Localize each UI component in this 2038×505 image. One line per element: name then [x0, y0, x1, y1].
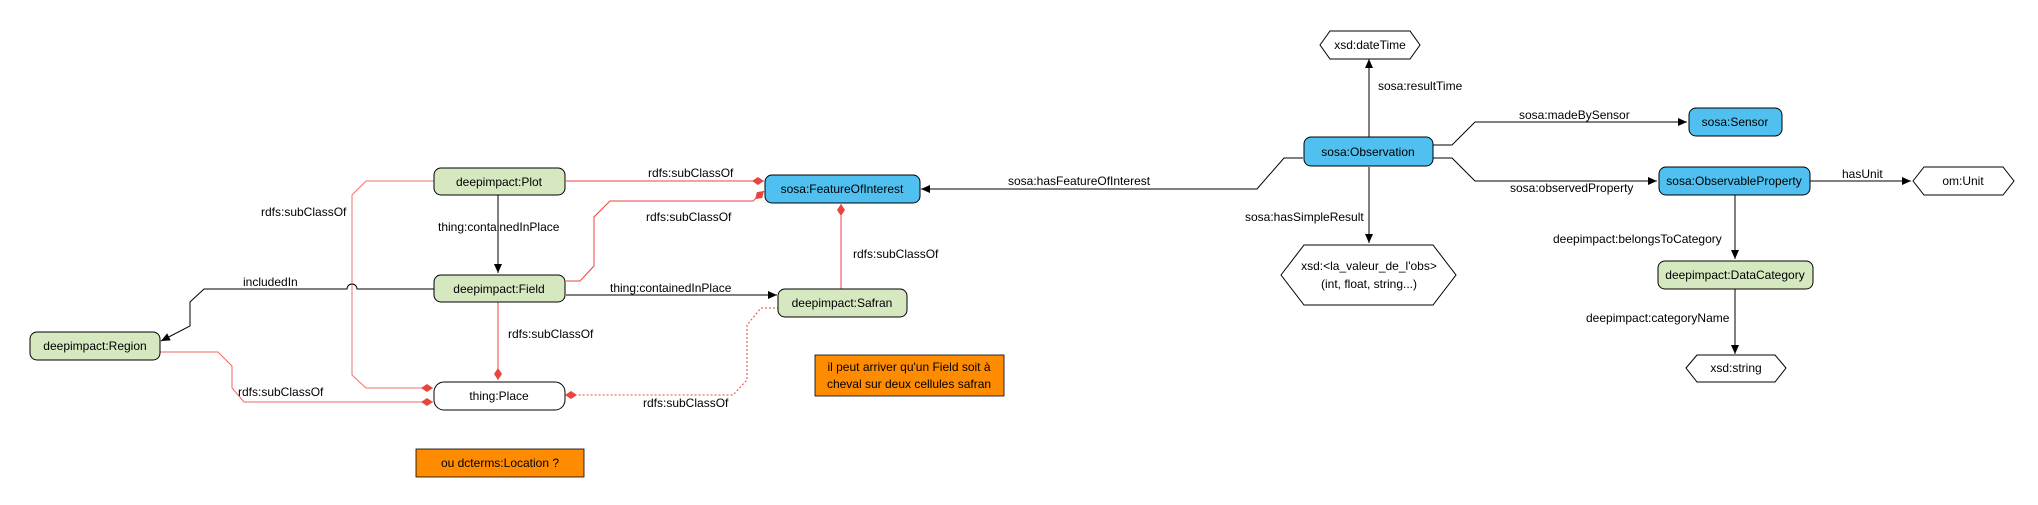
- node-sensor[interactable]: sosa:Sensor: [1688, 107, 1783, 137]
- node-region-label: deepimpact:Region: [43, 339, 146, 353]
- node-observable-property-label: sosa:ObservableProperty: [1666, 174, 1801, 188]
- node-string[interactable]: xsd:string: [1685, 354, 1787, 383]
- label-field-subclass-place: rdfs:subClassOf: [508, 327, 594, 341]
- node-field[interactable]: deepimpact:Field: [433, 274, 566, 303]
- label-obs-observed-property: sosa:observedProperty: [1510, 181, 1633, 195]
- edges-subclass: [160, 177, 845, 406]
- label-prop-belongs-category: deepimpact:belongsToCategory: [1553, 232, 1722, 246]
- label-prop-has-unit: hasUnit: [1842, 167, 1883, 181]
- label-safran-subclass-foi: rdfs:subClassOf: [853, 247, 939, 261]
- label-obs-result-time: sosa:resultTime: [1378, 79, 1463, 93]
- node-value-label-line1: xsd:<la_valeur_de_l'obs>: [1301, 259, 1437, 273]
- edge-field-included-region: [160, 283, 434, 342]
- node-region[interactable]: deepimpact:Region: [29, 331, 161, 361]
- node-data-category-label: deepimpact:DataCategory: [1665, 268, 1804, 282]
- node-string-label: xsd:string: [1710, 361, 1761, 375]
- node-value-label-line2: (int, float, string...): [1321, 277, 1417, 291]
- note-field-safran-line1: il peut arriver qu'un Field soit à: [827, 360, 990, 374]
- node-value[interactable]: xsd:<la_valeur_de_l'obs> (int, float, st…: [1280, 244, 1457, 306]
- edge-safran-subclass-place: [565, 307, 779, 399]
- label-obs-has-foi: sosa:hasFeatureOfInterest: [1008, 174, 1151, 188]
- node-safran[interactable]: deepimpact:Safran: [777, 288, 908, 318]
- node-observation[interactable]: sosa:Observation: [1303, 136, 1434, 167]
- node-safran-label: deepimpact:Safran: [792, 296, 893, 310]
- label-region-subclass-place: rdfs:subClassOf: [238, 385, 324, 399]
- edge-field-subclass-foi: [566, 190, 765, 282]
- node-observable-property[interactable]: sosa:ObservableProperty: [1658, 166, 1811, 196]
- nodes: deepimpact:Plot deepimpact:Field deepimp…: [29, 30, 2015, 411]
- node-unit[interactable]: om:Unit: [1912, 166, 2015, 196]
- node-sensor-label: sosa:Sensor: [1702, 115, 1769, 129]
- edge-obs-made-by-sensor: [1433, 118, 1687, 146]
- node-foi[interactable]: sosa:FeatureOfInterest: [764, 174, 921, 204]
- label-plot-subclass-place: rdfs:subClassOf: [261, 205, 347, 219]
- notes: il peut arriver qu'un Field soit à cheva…: [415, 354, 1005, 478]
- label-plot-contained-field: thing:containedInPlace: [438, 220, 560, 234]
- label-safran-subclass-place: rdfs:subClassOf: [643, 396, 729, 410]
- node-datetime-label: xsd:dateTime: [1334, 38, 1406, 52]
- label-field-contained-safran: thing:containedInPlace: [610, 281, 732, 295]
- note-field-safran[interactable]: il peut arriver qu'un Field soit à cheva…: [814, 354, 1005, 397]
- label-obs-made-by-sensor: sosa:madeBySensor: [1519, 108, 1630, 122]
- edge-labels: rdfs:subClassOf rdfs:subClassOf rdfs:sub…: [238, 79, 1883, 410]
- node-unit-label: om:Unit: [1942, 174, 1984, 188]
- label-category-name: deepimpact:categoryName: [1586, 311, 1730, 325]
- edge-obs-observed-property: [1433, 157, 1657, 185]
- label-plot-subclass-foi: rdfs:subClassOf: [648, 166, 734, 180]
- edge-region-subclass-place: [160, 351, 433, 406]
- node-foi-label: sosa:FeatureOfInterest: [781, 182, 904, 196]
- node-datetime[interactable]: xsd:dateTime: [1319, 30, 1421, 60]
- note-location-text: ou dcterms:Location ?: [441, 456, 559, 470]
- edge-obs-has-foi: [921, 157, 1303, 193]
- label-field-subclass-foi: rdfs:subClassOf: [646, 210, 732, 224]
- note-field-safran-line2: cheval sur deux cellules safran: [827, 377, 991, 391]
- note-location[interactable]: ou dcterms:Location ?: [415, 448, 585, 478]
- edges-properties: [160, 59, 1911, 354]
- node-observation-label: sosa:Observation: [1321, 145, 1414, 159]
- node-data-category[interactable]: deepimpact:DataCategory: [1657, 260, 1814, 290]
- label-field-included-region: includedIn: [243, 275, 298, 289]
- node-place[interactable]: thing:Place: [433, 381, 566, 411]
- node-plot-label: deepimpact:Plot: [456, 175, 543, 189]
- label-obs-simple-result: sosa:hasSimpleResult: [1245, 210, 1364, 224]
- edge-plot-subclass-place: [351, 180, 434, 392]
- node-place-label: thing:Place: [469, 389, 529, 403]
- node-field-label: deepimpact:Field: [453, 282, 544, 296]
- node-plot[interactable]: deepimpact:Plot: [433, 167, 566, 196]
